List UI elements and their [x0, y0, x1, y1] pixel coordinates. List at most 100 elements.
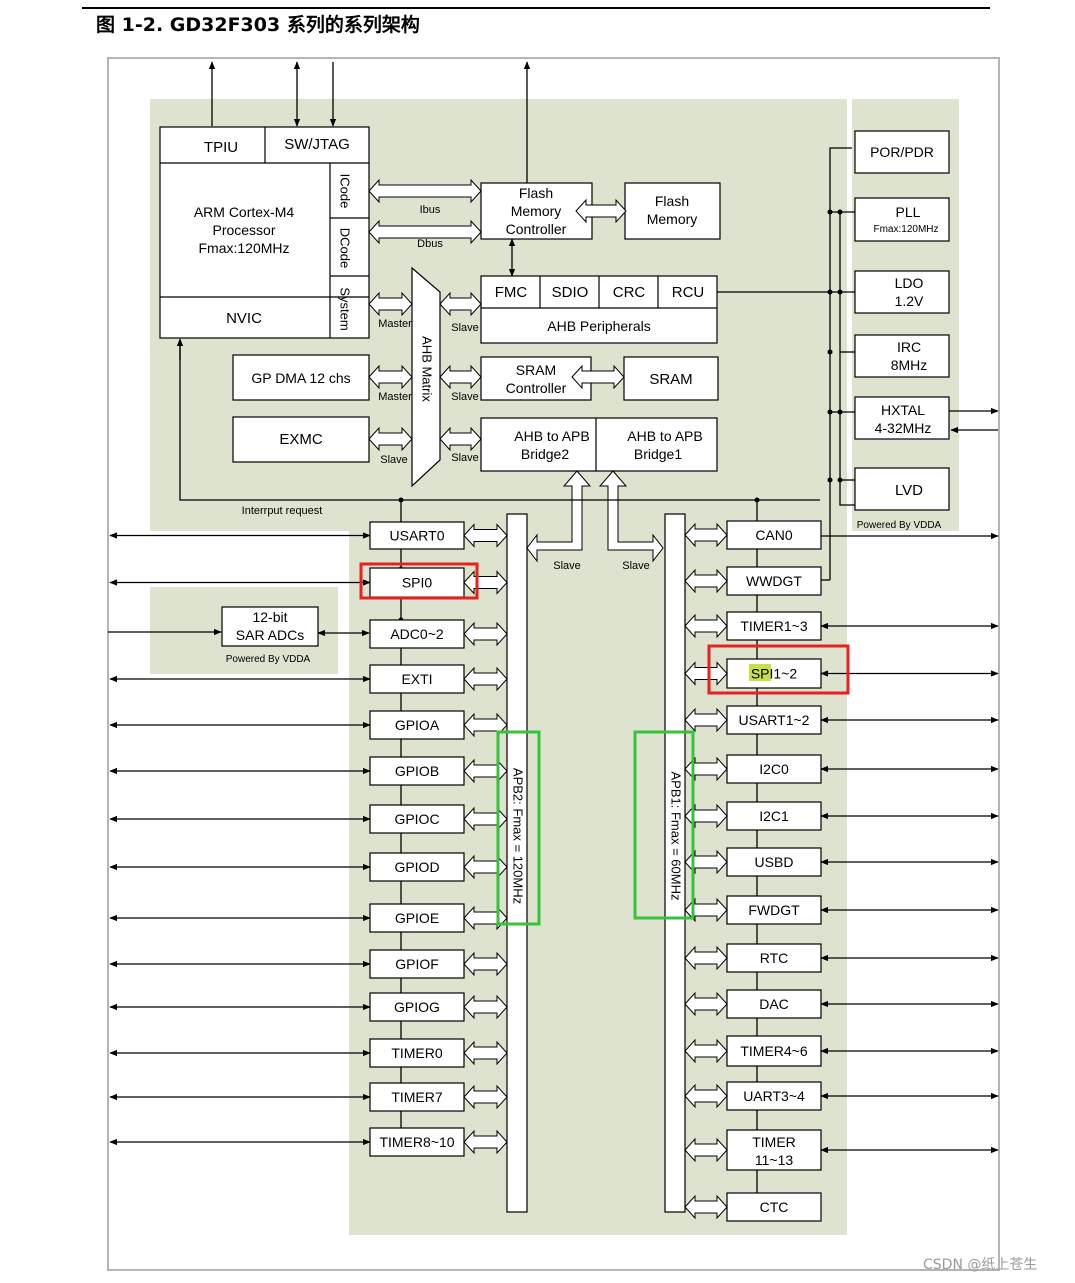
spi-text-highlight: [749, 664, 771, 681]
bridge2-label-1: AHB to APB: [514, 428, 589, 444]
apb2-peripheral-label: TIMER8~10: [379, 1134, 454, 1150]
junction-dot: [837, 477, 843, 483]
cpu-label-3: Fmax:120MHz: [198, 240, 289, 256]
apb1-connector: [684, 803, 728, 829]
dbus-connector: [368, 219, 482, 245]
apb1-peripheral-box: [726, 566, 822, 596]
apb1-peripheral-label: CAN0: [755, 527, 793, 543]
apb1-peripheral-label: USBD: [755, 854, 794, 870]
swjtag-label: SW/JTAG: [284, 136, 350, 153]
apb2-connector: [463, 666, 508, 692]
apb2-connector: [463, 523, 508, 548]
apb1-connector: [684, 945, 728, 971]
apb2-peripheral-label: ADC0~2: [390, 626, 444, 642]
fmc-ctrl-label-3: Controller: [506, 221, 567, 237]
adc-label-2: SAR ADCs: [236, 627, 304, 643]
system-label: System: [338, 287, 353, 330]
ldo-label-2: 1.2V: [895, 293, 924, 309]
apb2-peripheral-label: GPIOG: [394, 999, 440, 1015]
flash-connector: [575, 198, 627, 224]
apb2-peripheral-box: [369, 949, 465, 979]
apb2-connector: [463, 621, 508, 647]
apb2-peripheral-label: TIMER7: [391, 1089, 443, 1105]
interrupt-label: Interrput request: [242, 505, 323, 517]
power-blocks: POR/PDR PLL Fmax:120MHz LDO 1.2V IRC 8MH…: [854, 130, 950, 531]
dma-master-connector: [368, 364, 413, 390]
apb2-peripheral-label: USART0: [390, 528, 445, 544]
hxtal-label-2: 4-32MHz: [875, 420, 932, 436]
slave-label-2: Slave: [451, 391, 479, 403]
apb1-connector: [684, 707, 728, 733]
nvic-label: NVIC: [226, 310, 262, 327]
header-rule: [82, 7, 990, 9]
bus-connectors: [368, 178, 664, 563]
apb2-peripheral-label: GPIOE: [395, 910, 439, 926]
apb1-peripheral-label: I2C1: [759, 808, 789, 824]
apb1-peripheral-label: CTC: [760, 1199, 789, 1215]
fmc-ctrl-label-1: Flash: [519, 185, 553, 201]
apb1-peripheral-label: 11~13: [755, 1152, 793, 1168]
top-arrows: [208, 61, 531, 183]
apb1-peripheral-label: DAC: [759, 996, 789, 1012]
bus-labels: Ibus Dbus Master Master Slave Slave Slav…: [242, 204, 650, 572]
apb2-peripheral-box: [369, 756, 465, 786]
apb2-bus-label: APB2: Fmax = 120MHz: [511, 768, 526, 904]
junction-dot: [827, 209, 833, 215]
apb1-highlight: [633, 730, 695, 920]
dma-exmc-blocks: GP DMA 12 chs EXMC: [232, 354, 370, 463]
apb1-connector: [684, 661, 728, 686]
icode-label: ICode: [338, 174, 353, 209]
rcu-label: RCU: [672, 284, 705, 301]
apb2-peripherals: USART0SPI0ADC0~2EXTIGPIOAGPIOBGPIOCGPIOD…: [109, 521, 508, 1157]
apb1-connector: [684, 1038, 728, 1064]
apb1-connector: [684, 756, 728, 782]
apb2-peripheral-label: GPIOA: [395, 717, 440, 733]
tpiu-label: TPIU: [204, 139, 238, 156]
junction-dot: [837, 209, 843, 215]
ahb-matrix-label: AHB Matrix: [420, 336, 435, 402]
adc-label-1: 12-bit: [252, 609, 287, 625]
irc-label-2: 8MHz: [891, 357, 928, 373]
apb1-peripheral-box: [726, 1192, 822, 1222]
apb1-peripheral-label: USART1~2: [739, 712, 810, 728]
apb2-peripheral-box: [369, 852, 465, 882]
flash-label-1: Flash: [655, 193, 689, 209]
apb1-connector: [684, 991, 728, 1017]
slave-label-apb2: Slave: [553, 560, 581, 572]
ibus-connector: [368, 178, 482, 204]
apb2-peripheral-label: GPIOD: [394, 859, 439, 875]
apb1-peripherals: CAN0WWDGTTIMER1~3SPI1~2USART1~2I2C0I2C1U…: [684, 520, 999, 1222]
cpu-label-2: Processor: [212, 222, 275, 238]
apb2-peripheral-box: [369, 1127, 465, 1157]
bridge1-label-1: AHB to APB: [627, 428, 702, 444]
sram-slave-connector: [439, 364, 482, 390]
adc-block: 12-bit SAR ADCs Powered By VDDA: [108, 606, 370, 665]
apb1-connector: [684, 613, 728, 639]
apb2-peripheral-label: GPIOC: [394, 811, 439, 827]
sram-blocks: SRAM Controller SRAM: [480, 356, 719, 401]
apb2-connector: [463, 806, 508, 832]
junction-dot: [398, 497, 404, 503]
apb1-peripheral-box: [726, 754, 822, 784]
bridge2-label-2: Bridge2: [521, 446, 569, 462]
ibus-label: Ibus: [420, 204, 441, 216]
adc-vdda-label: Powered By VDDA: [226, 654, 311, 665]
apb2-peripheral-box: [369, 521, 465, 550]
flash-blocks: Flash Memory Controller Flash Memory: [480, 182, 721, 240]
pll-label: PLL: [896, 204, 921, 220]
apb2-peripheral-box: [369, 567, 465, 598]
master-label-1: Master: [378, 318, 412, 330]
bridge-slave-connector: [439, 426, 482, 452]
apb1-peripheral-label: WWDGT: [746, 573, 802, 589]
apb2-peripheral-box: [369, 664, 465, 694]
crc-label: CRC: [613, 284, 646, 301]
spi0-highlight: [359, 562, 479, 600]
apb1-connector: [684, 568, 728, 594]
junction-dot: [827, 349, 833, 355]
ahb-peripherals-label: AHB Peripherals: [547, 318, 651, 334]
apb2-peripheral-label: EXTI: [401, 671, 432, 687]
apb1-bus-label: APB1: Fmax = 60MHz: [669, 772, 684, 901]
apb2-connector: [463, 951, 508, 977]
apb-buses: APB2: Fmax = 120MHz APB1: Fmax = 60MHz: [506, 513, 686, 1213]
junction-dot: [827, 289, 833, 295]
